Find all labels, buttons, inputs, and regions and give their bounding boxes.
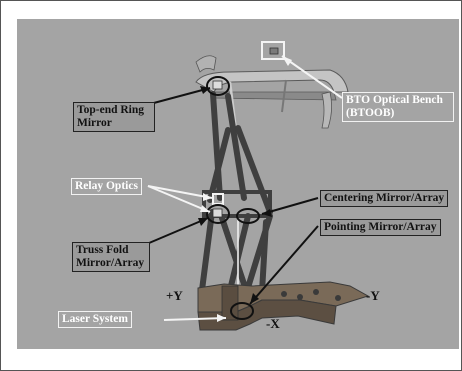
- label-truss-fold-mirror: Truss Fold Mirror/Array: [72, 242, 150, 272]
- top-ring-mirror-marker: [206, 76, 230, 96]
- truss-fold-marker: [206, 204, 230, 224]
- label-top-end-ring-mirror: Top-end Ring Mirror: [73, 102, 155, 132]
- label-centering-mirror: Centering Mirror/Array: [320, 190, 449, 207]
- label-relay-optics: Relay Optics: [71, 178, 142, 195]
- axis-minus-y: -Y: [366, 288, 380, 303]
- label-laser-system: Laser System: [58, 311, 132, 328]
- label-pointing-mirror: Pointing Mirror/Array: [320, 219, 441, 236]
- truss-legs: [199, 91, 273, 299]
- axis-plus-y: +Y: [166, 288, 183, 303]
- label-bto-optical-bench: BTO Optical Bench (BTOOB): [342, 92, 454, 122]
- base-platform: [197, 281, 370, 331]
- leader-lines: [141, 55, 343, 322]
- axis-minus-x: -X: [266, 316, 280, 331]
- pointing-mirror-marker: [230, 302, 254, 320]
- top-end-ring: [195, 55, 349, 131]
- highlight-markers: [206, 41, 285, 320]
- centering-mirror-marker: [236, 208, 260, 224]
- bto-bench-marker: [261, 41, 285, 60]
